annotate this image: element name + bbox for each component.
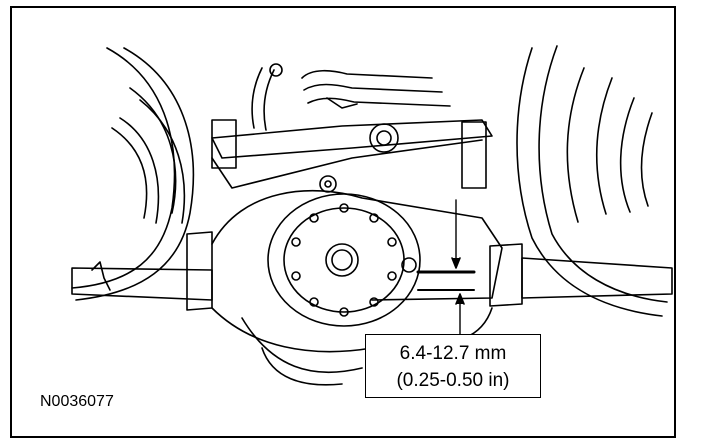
differential-cover xyxy=(267,175,421,327)
left-spring-lines xyxy=(71,47,195,301)
figure-frame: 6.4-12.7 mm (0.25-0.50 in) N0036077 xyxy=(10,6,676,438)
rear-axle-illustration xyxy=(71,45,673,386)
upper-arms xyxy=(211,119,493,189)
axle-housing xyxy=(71,189,673,311)
right-spring-lines xyxy=(516,45,668,317)
figure-id: N0036077 xyxy=(40,393,114,410)
measurement-indicator xyxy=(416,199,476,335)
measurement-callout: 6.4-12.7 mm (0.25-0.50 in) xyxy=(365,334,541,398)
measurement-metric: 6.4-12.7 mm xyxy=(399,343,507,364)
brake-lines xyxy=(251,63,451,131)
measurement-imperial: (0.25-0.50 in) xyxy=(396,370,510,391)
